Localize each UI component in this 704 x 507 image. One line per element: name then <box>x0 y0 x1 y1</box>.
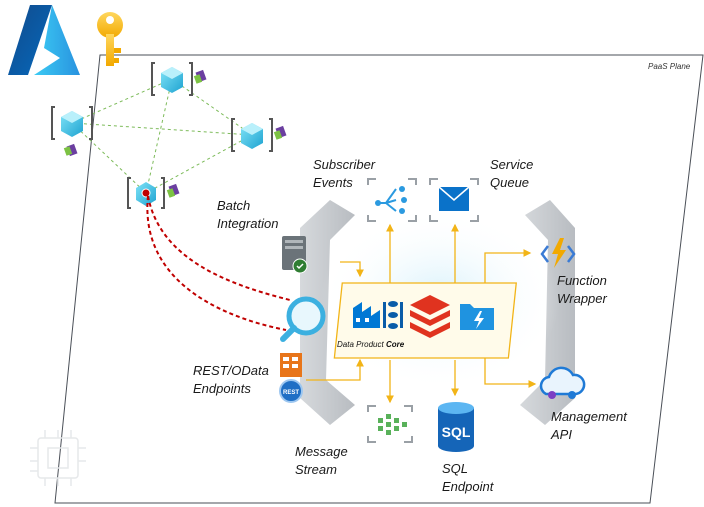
event-grid-icon <box>365 178 419 222</box>
rest-icon-text: REST <box>283 390 299 396</box>
odata-icon <box>280 353 302 377</box>
function-lightning-icon <box>540 238 576 268</box>
paas-plane-label: PaaS Plane <box>648 62 691 71</box>
chip-watermark-icon <box>30 430 86 486</box>
message-stream-line2: Stream <box>295 462 337 477</box>
batch-integration-label: Batch Integration <box>217 197 278 233</box>
sql-icon-text: SQL <box>442 424 471 440</box>
subscriber-events-line1: Subscriber <box>313 157 376 172</box>
mesh-node-active <box>127 177 180 209</box>
core-label-bold: Core <box>385 340 405 349</box>
service-queue-line2: Queue <box>490 175 530 190</box>
subscriber-events-line2: Events <box>313 175 353 190</box>
databricks-icon <box>410 295 450 338</box>
message-stream-label: Message Stream <box>295 443 348 479</box>
service-queue-label: Service Queue <box>490 156 533 192</box>
mesh-node-right <box>231 118 287 152</box>
batch-integration-line2: Integration <box>217 216 279 231</box>
red-query-links <box>146 195 291 331</box>
management-api-label: Management API <box>551 408 627 444</box>
management-api-line2: API <box>551 427 572 442</box>
mesh-node-top <box>151 62 207 96</box>
function-folder-icon <box>460 304 494 330</box>
rest-odata-label: REST/OData Endpoints <box>193 362 269 398</box>
sql-database-icon: SQL <box>438 402 474 452</box>
subscriber-events-label: Subscriber Events <box>313 156 375 192</box>
data-factory-icon <box>353 302 380 328</box>
management-api-cloud-icon <box>539 366 586 399</box>
service-queue-line1: Service <box>490 157 534 172</box>
function-wrapper-line2: Wrapper <box>557 291 607 306</box>
rest-odata-line1: REST/OData <box>193 363 269 378</box>
data-product-core-label: Data Product Core <box>337 340 404 349</box>
batch-server-icon <box>282 236 308 274</box>
function-wrapper-line1: Function <box>557 273 607 288</box>
node-mesh-links <box>71 78 253 194</box>
pipeline-icon <box>383 301 403 329</box>
mesh-node-left <box>51 106 93 157</box>
rest-odata-line2: Endpoints <box>193 381 251 396</box>
sql-endpoint-label: SQL Endpoint <box>442 460 493 496</box>
batch-integration-line1: Batch <box>217 198 251 213</box>
key-icon <box>97 12 123 66</box>
azure-logo-icon <box>8 5 80 75</box>
core-label-prefix: Data Product <box>337 340 384 349</box>
rest-api-icon: REST <box>279 379 303 403</box>
management-api-line1: Management <box>551 409 627 424</box>
search-lens-icon <box>280 296 326 342</box>
service-bus-icon <box>429 178 479 222</box>
message-stream-line1: Message <box>295 444 348 459</box>
event-hubs-icon <box>367 405 413 443</box>
sql-endpoint-line1: SQL <box>442 461 469 476</box>
function-wrapper-label: Function Wrapper <box>557 272 607 308</box>
sql-endpoint-line2: Endpoint <box>442 479 494 494</box>
